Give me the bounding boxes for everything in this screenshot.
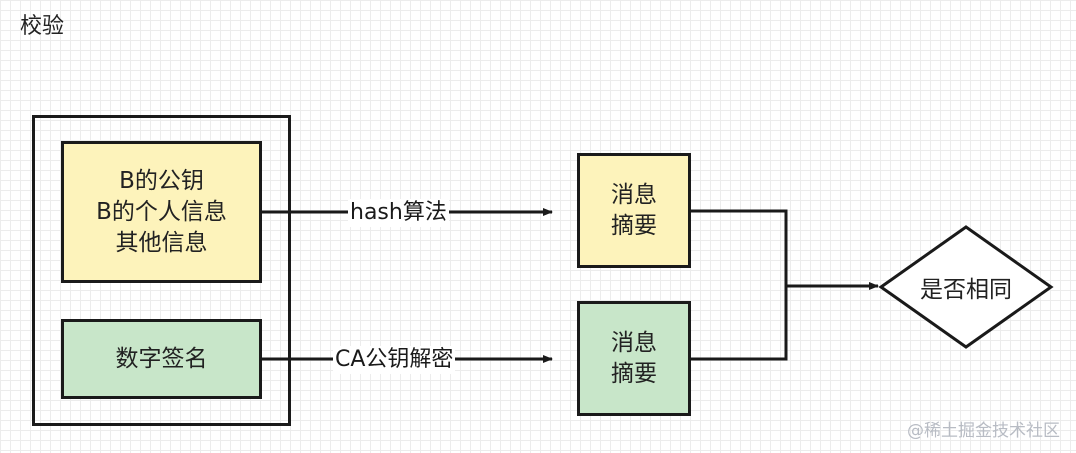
merge-line (691, 209, 788, 361)
source-group-container (32, 115, 291, 426)
hash-arrow-label: hash算法 (348, 199, 449, 227)
digital-signature-box: 数字签名 (61, 319, 262, 399)
decision-label: 是否相同 (920, 277, 1012, 303)
message-digest-bottom-box: 消息 摘要 (577, 301, 691, 416)
diagram-title: 校验 (20, 14, 65, 39)
decision-diamond (878, 225, 1054, 349)
decrypt-arrow-label: CA公钥解密 (333, 346, 456, 374)
certificate-info-box: B的公钥 B的个人信息 其他信息 (61, 141, 262, 283)
message-digest-top-box: 消息 摘要 (577, 153, 691, 268)
watermark-text: @稀土掘金技术社区 (907, 421, 1060, 441)
